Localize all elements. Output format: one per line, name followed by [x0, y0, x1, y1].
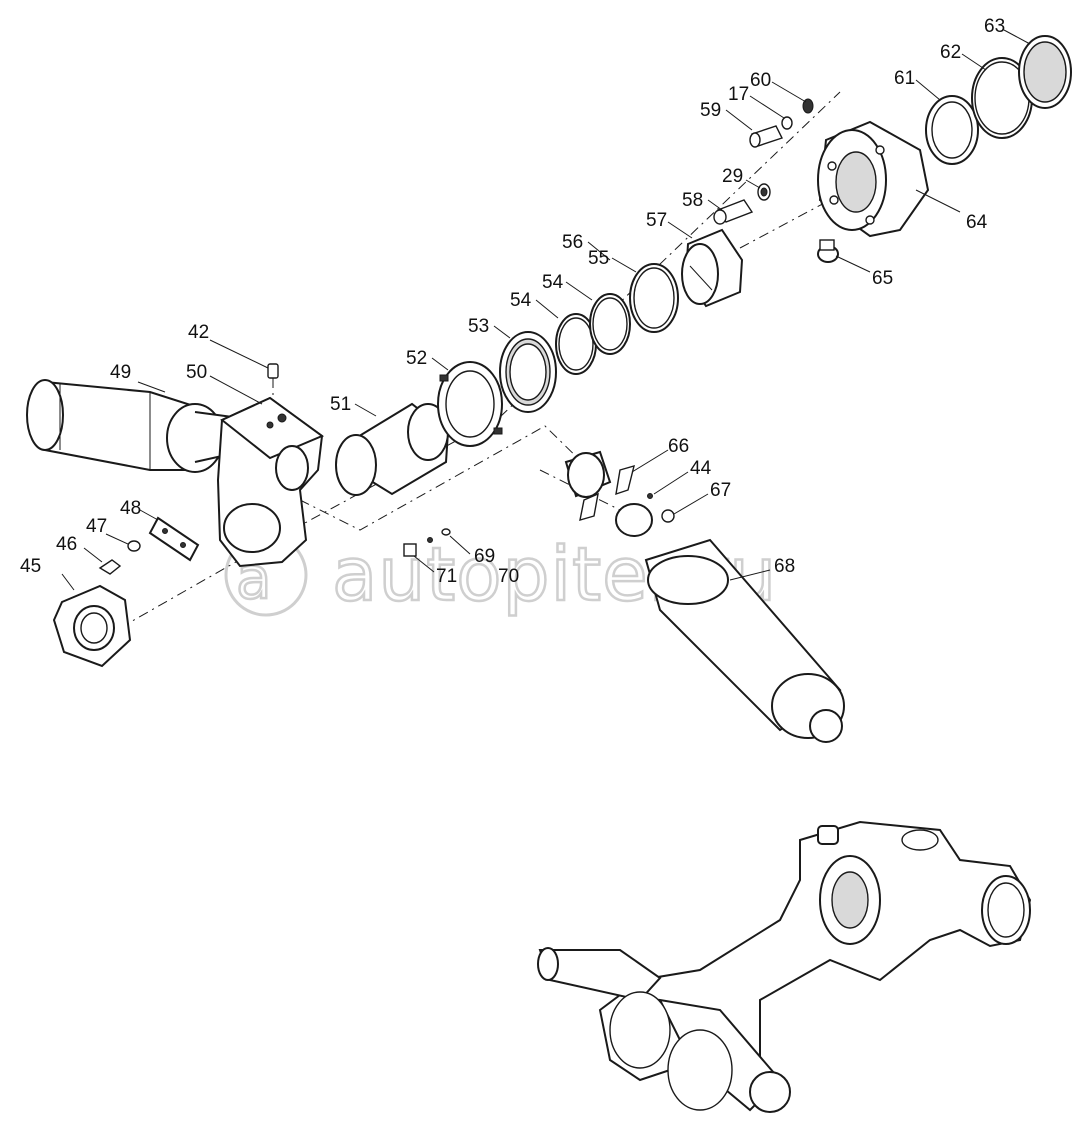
part-68-piston-cylinder — [615, 503, 845, 743]
callout-52: 52 — [406, 348, 427, 369]
callout-47: 47 — [86, 516, 107, 537]
callout-55: 55 — [588, 248, 609, 269]
part-17-washer — [781, 116, 793, 130]
callout-57: 57 — [646, 210, 667, 231]
callout-64: 64 — [966, 212, 988, 233]
callout-71: 71 — [436, 566, 457, 587]
callout-68: 68 — [774, 556, 795, 577]
callout-53: 53 — [468, 316, 489, 337]
callout-69: 69 — [474, 546, 495, 567]
callout-44: 44 — [690, 458, 712, 479]
part-46-47-48-lock-plate — [98, 516, 200, 575]
part-61-ring — [925, 95, 979, 165]
leader-lines — [61, 29, 1031, 591]
callout-labels: 42 49 50 51 52 53 54 54 55 56 57 58 29 5… — [20, 16, 1005, 587]
part-60-plug — [802, 98, 814, 114]
callout-50: 50 — [186, 362, 207, 383]
callout-42: 42 — [188, 322, 209, 343]
axle-assembly-overview — [537, 820, 1032, 1113]
callout-59: 59 — [700, 100, 721, 121]
callout-45: 45 — [20, 556, 41, 577]
callout-54-upper: 54 — [542, 272, 564, 293]
part-63-ring — [1018, 35, 1072, 109]
part-51-bushing — [335, 402, 450, 496]
callout-56: 56 — [562, 232, 583, 253]
callout-61: 61 — [894, 68, 915, 89]
callout-49: 49 — [110, 362, 131, 383]
callout-66: 66 — [668, 436, 689, 457]
callout-17: 17 — [728, 84, 749, 105]
part-50-eye-bracket — [216, 396, 325, 568]
part-49-cylinder — [26, 379, 241, 473]
part-69-70-71-fittings — [403, 528, 451, 557]
part-58-bolt — [713, 199, 754, 225]
part-59-bolt — [749, 125, 783, 148]
part-44-67-bolt — [647, 493, 675, 523]
part-65-plug — [817, 239, 839, 263]
callout-58: 58 — [682, 190, 703, 211]
callout-67: 67 — [710, 480, 731, 501]
callout-62: 62 — [940, 42, 961, 63]
part-62-ring — [971, 57, 1033, 139]
callout-51: 51 — [330, 394, 351, 415]
callout-46: 46 — [56, 534, 77, 555]
callout-63: 63 — [984, 16, 1005, 37]
callout-54-lower: 54 — [510, 290, 532, 311]
part-57-bushing — [681, 228, 744, 308]
callout-70: 70 — [498, 566, 519, 587]
part-52-split-ring — [437, 361, 503, 447]
part-45-hex-nut — [52, 584, 132, 668]
part-29-washer — [757, 183, 771, 201]
part-53-seal — [499, 331, 557, 413]
callout-65: 65 — [872, 268, 893, 289]
part-66-bearing-cap — [564, 450, 635, 521]
callout-60: 60 — [750, 70, 771, 91]
part-42-grease-fitting — [267, 363, 279, 398]
part-54-55-o-rings — [555, 263, 679, 375]
callout-29: 29 — [722, 166, 743, 187]
part-64-flange-housing — [817, 120, 930, 238]
callout-48: 48 — [120, 498, 141, 519]
